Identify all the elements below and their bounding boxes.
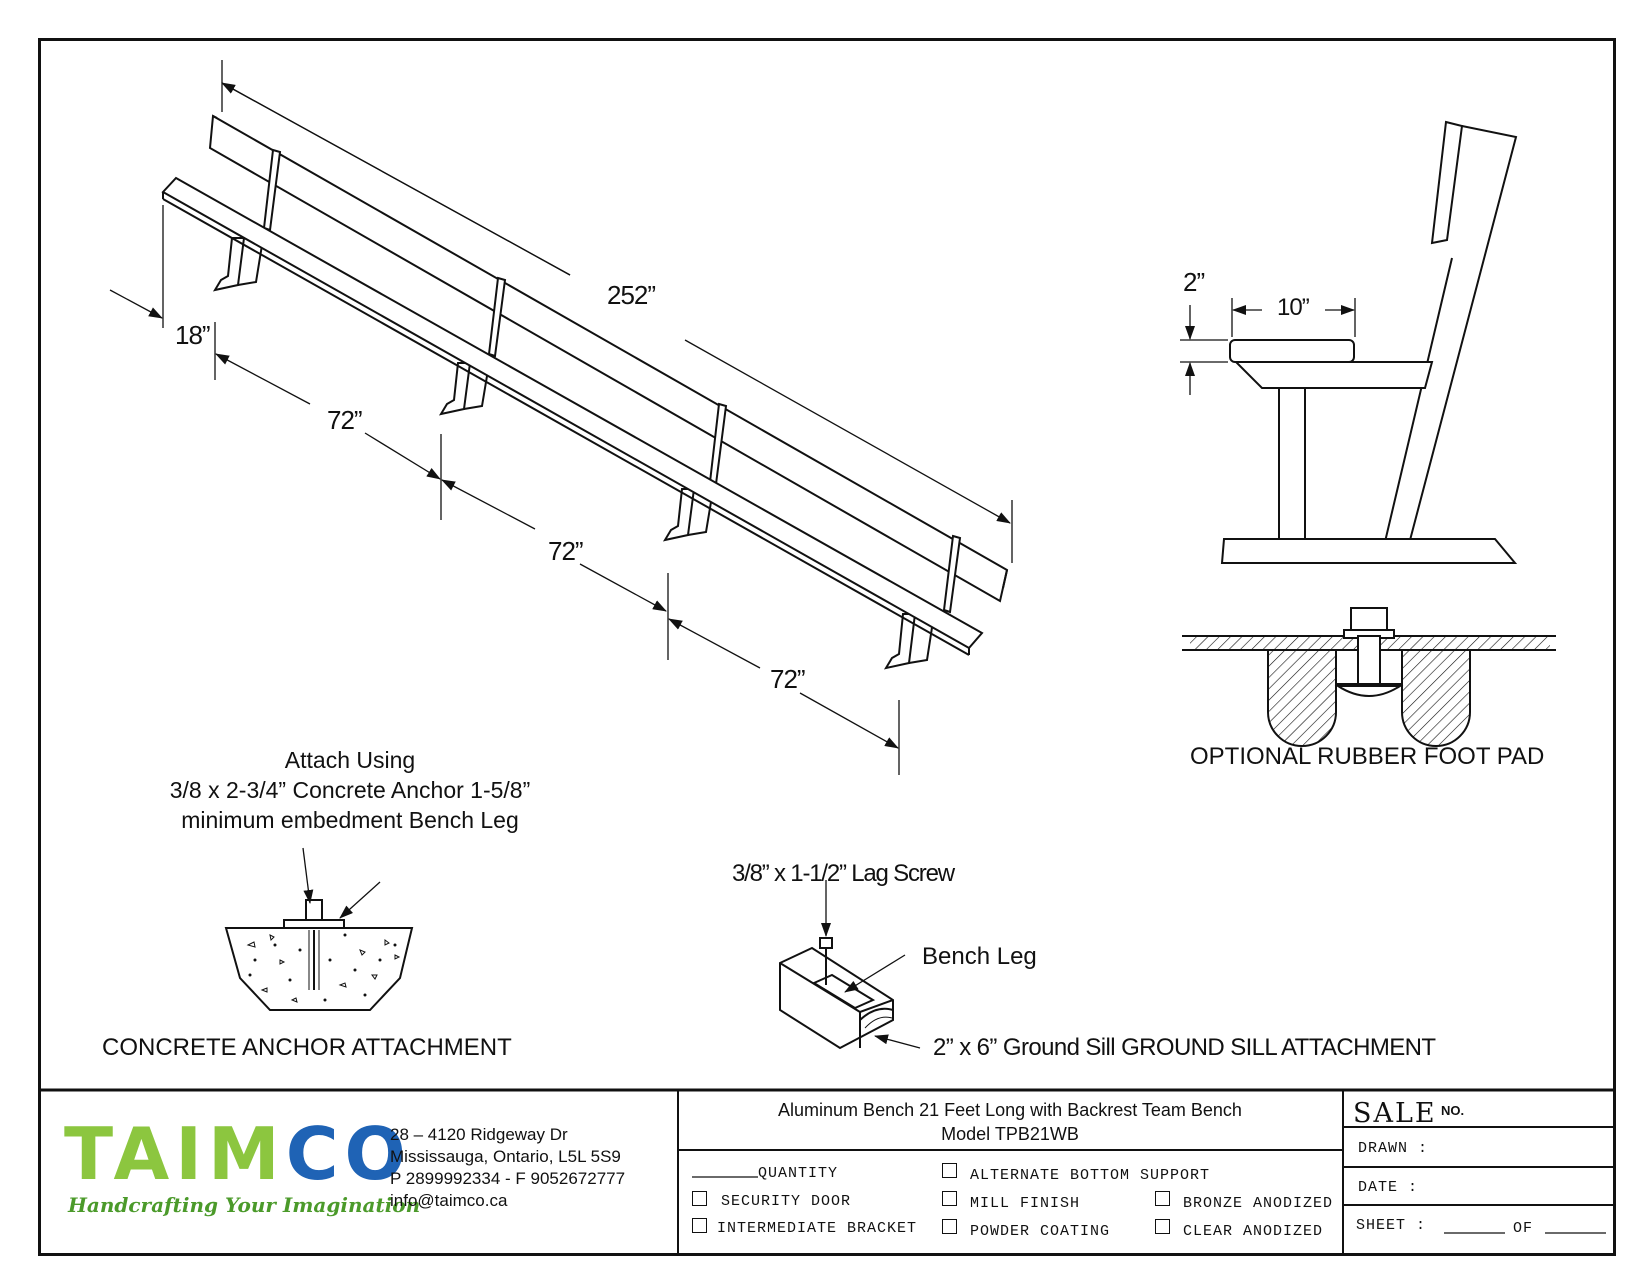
clear-anodized-label: CLEAR ANODIZED — [1183, 1223, 1324, 1240]
title-block-grid — [38, 1088, 1616, 1256]
caption-concrete: CONCRETE ANCHOR ATTACHMENT — [102, 1034, 512, 1061]
company-logo: TAIMCO — [64, 1118, 412, 1190]
note-bench-leg: Bench Leg — [922, 943, 1037, 970]
bronze-anodized-label: BRONZE ANODIZED — [1183, 1195, 1334, 1212]
alternate-bottom-support-checkbox[interactable] — [942, 1163, 957, 1178]
caption-ground-sill: 2” x 6” Ground Sill GROUND SILL ATTACHME… — [933, 1034, 1436, 1061]
date-label: DATE : — [1358, 1179, 1419, 1196]
logo-part-green: TAIM — [64, 1112, 286, 1196]
clear-anodized-checkbox[interactable] — [1155, 1219, 1170, 1234]
note-lag-screw: 3/8” x 1-1/2” Lag Screw — [732, 860, 955, 887]
security-door-checkbox[interactable] — [692, 1191, 707, 1206]
of-label: OF — [1513, 1220, 1534, 1237]
phone-fax: P 2899992334 - F 9052672777 — [390, 1169, 626, 1188]
note-attach-line3: minimum embedment Bench Leg — [181, 807, 519, 833]
note-attach: Attach Using 3/8 x 2-3/4” Concrete Ancho… — [130, 745, 570, 835]
alternate-bottom-support-label: ALTERNATE BOTTOM SUPPORT — [970, 1167, 1211, 1184]
dim-leg-spacing-2: 72” — [548, 536, 584, 566]
company-address: 28 – 4120 Ridgeway Dr Mississauga, Ontar… — [390, 1124, 625, 1212]
dim-leg-spacing-3: 72” — [770, 664, 806, 694]
dim-seat-width: 10” — [1277, 294, 1310, 321]
dim-seat-thickness: 2” — [1183, 267, 1205, 297]
drawn-label: DRAWN : — [1358, 1140, 1429, 1157]
address-line: 28 – 4120 Ridgeway Dr — [390, 1125, 568, 1144]
mill-finish-label: MILL FINISH — [970, 1195, 1081, 1212]
drawing-border — [38, 38, 1616, 1256]
powder-coating-label: POWDER COATING — [970, 1223, 1111, 1240]
note-attach-line2: 3/8 x 2-3/4” Concrete Anchor 1-5/8” — [169, 777, 531, 803]
email: info@taimco.ca — [390, 1191, 508, 1210]
ground-sill-detail — [779, 880, 921, 1050]
note-attach-line1: Attach Using — [284, 747, 416, 773]
bench-dimensions — [109, 60, 1013, 775]
concrete-anchor-detail — [224, 847, 414, 1011]
security-door-label: SECURITY DOOR — [721, 1193, 852, 1210]
drawing-title: Aluminum Bench 21 Feet Long with Backres… — [680, 1098, 1340, 1146]
dim-seat-depth: 18” — [175, 320, 211, 350]
address-line: Mississauga, Ontario, L5L 5S9 — [390, 1147, 621, 1166]
bench-isometric — [161, 114, 1009, 670]
dim-leg-spacing-1: 72” — [327, 405, 363, 435]
sale-no-label: NO. — [1441, 1103, 1465, 1118]
title-line2: Model TPB21WB — [941, 1124, 1079, 1144]
caption-foot-pad: OPTIONAL RUBBER FOOT PAD — [1190, 743, 1545, 770]
dim-overall-length: 252” — [607, 280, 656, 310]
bronze-anodized-checkbox[interactable] — [1155, 1191, 1170, 1206]
mill-finish-checkbox[interactable] — [942, 1191, 957, 1206]
title-line1: Aluminum Bench 21 Feet Long with Backres… — [778, 1100, 1242, 1120]
powder-coating-checkbox[interactable] — [942, 1219, 957, 1234]
sheet-label: SHEET : — [1356, 1217, 1427, 1234]
sale-label: SALE — [1353, 1098, 1437, 1129]
quantity-label: QUANTITY — [758, 1165, 839, 1182]
intermediate-bracket-checkbox[interactable] — [692, 1218, 707, 1233]
foot-pad-detail — [1182, 607, 1556, 747]
logo-part-blue: CO — [285, 1112, 412, 1196]
bench-side-view — [1180, 120, 1518, 564]
company-tagline: Handcrafting Your Imagination — [68, 1193, 421, 1217]
intermediate-bracket-label: INTERMEDIATE BRACKET — [717, 1220, 918, 1237]
